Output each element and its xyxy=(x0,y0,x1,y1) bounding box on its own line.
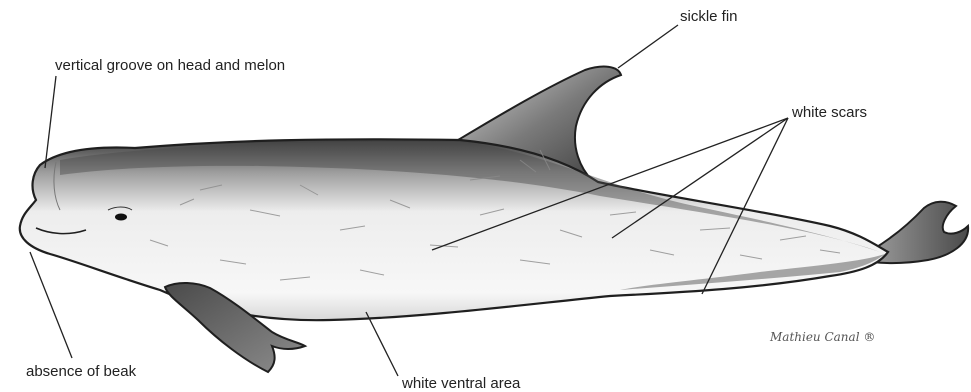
label-absence-of-beak: absence of beak xyxy=(26,364,136,379)
leader-vertical-groove xyxy=(45,76,56,168)
leader-white-ventral-area xyxy=(366,312,398,376)
eye xyxy=(115,214,127,221)
leader-absence-of-beak xyxy=(30,252,72,358)
label-vertical-groove: vertical groove on head and melon xyxy=(55,58,285,73)
leader-sickle-fin xyxy=(618,25,678,68)
label-sickle-fin: sickle fin xyxy=(680,9,738,24)
label-white-scars: white scars xyxy=(792,105,867,120)
artist-credit: Mathieu Canal ® xyxy=(770,330,875,344)
label-white-ventral-area: white ventral area xyxy=(402,376,520,391)
